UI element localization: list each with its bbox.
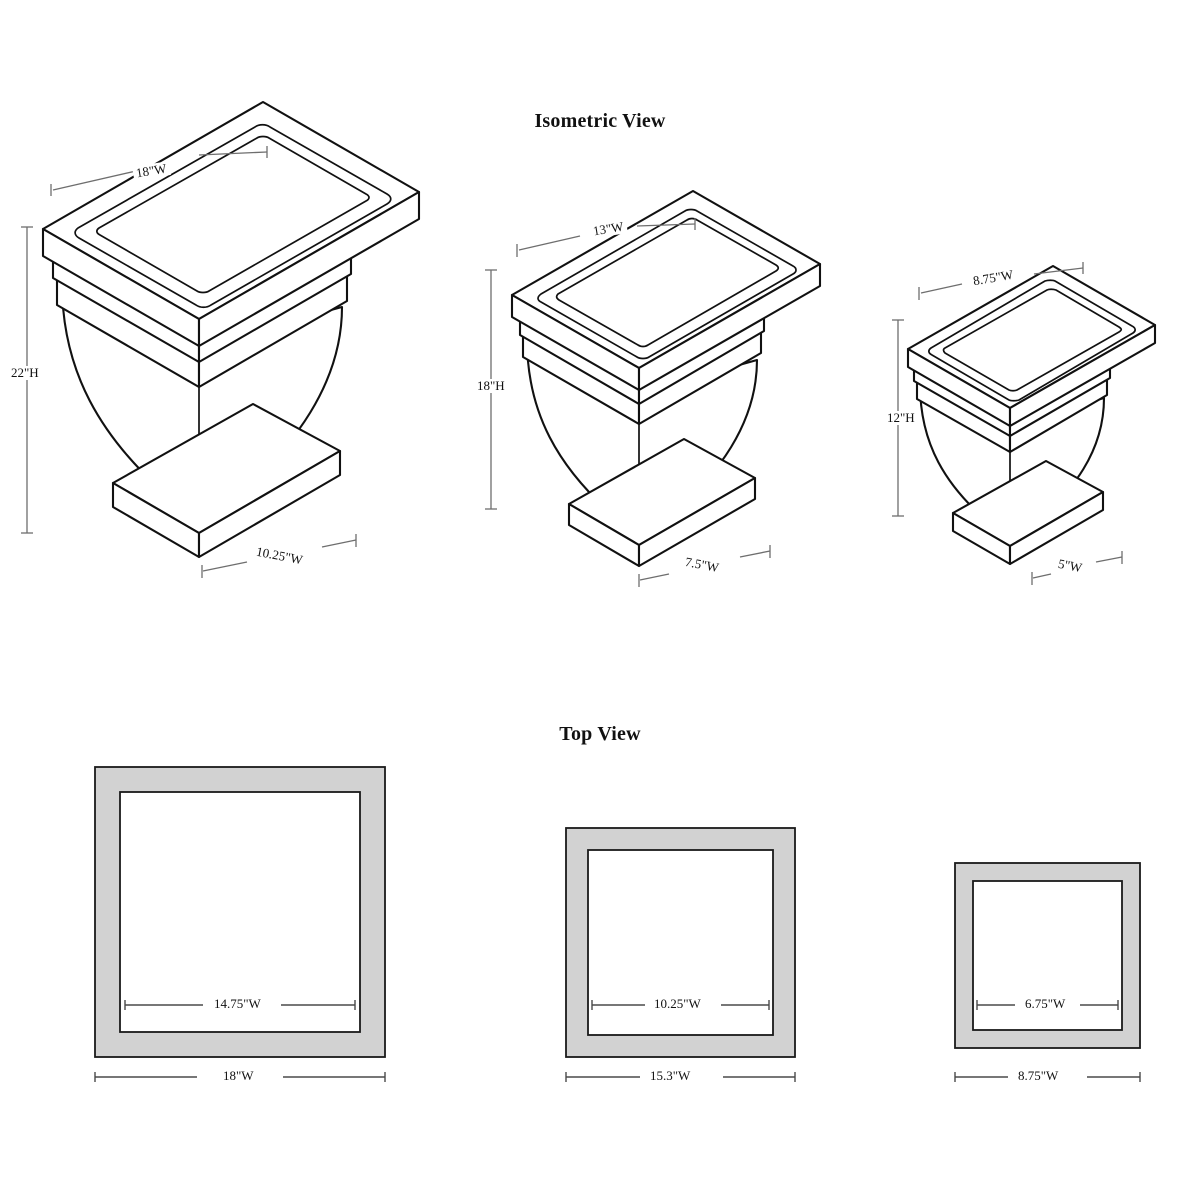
top-view-small-inner-width-dimension [976,1000,1119,1010]
planter-small-top-width-dimension [918,262,1084,300]
planter-large-isometric [21,100,421,578]
top-view-large-inner-square [119,791,361,1033]
planter-large-height-label: 22"H [8,366,42,380]
top-view-title: Top View [559,723,641,745]
planter-small-isometric [892,262,1157,585]
top-view-large-inner-width-label: 14.75"W [211,997,264,1011]
top-view-large-inner-width-dimension [124,1000,356,1010]
planter-large-base-width-dimension [201,534,357,578]
planter-large-height-dimension [21,226,33,534]
planter-medium-base-plinth [567,437,757,568]
planter-small-top-cap [906,264,1157,428]
isometric-view-title: Isometric View [534,110,666,132]
planter-large-top-cap [41,100,421,348]
planter-medium-top-cap [510,189,822,392]
planter-small-height-label: 12"H [884,411,918,425]
planter-small-top-inset-inner [942,288,1123,392]
planter-small-base-plinth [951,459,1105,566]
planter-large-base-plinth [111,402,342,559]
top-view-small-inner-width-label: 6.75"W [1022,997,1069,1011]
top-view-large [94,766,386,1082]
planter-small-top-inset-outer [928,279,1136,402]
top-view-medium-inner-width-label: 10.25"W [651,997,704,1011]
isometric-drawings-group: .ol { fill:#ffffff; stroke:#111111; stro… [21,100,1157,587]
top-view-medium [565,827,796,1082]
planter-large-top-inset-inner [96,135,370,294]
top-view-small [954,862,1141,1082]
top-view-large-outer-width-label: 18"W [220,1069,257,1083]
top-view-medium-outer-width-label: 15.3"W [647,1069,694,1083]
top-view-medium-outer-width-dimension [565,1072,796,1082]
top-view-large-outer-width-dimension [94,1072,386,1082]
top-view-small-outer-width-dimension [954,1072,1141,1082]
planter-medium-base-width-dimension [638,545,771,587]
planter-medium-top-inset-inner [555,217,780,348]
planter-medium-height-label: 18"H [474,379,508,393]
top-view-drawings-group: .frame { fill:#d2d2d2; stroke:#1a1a1a; s… [94,766,1141,1082]
planter-medium-top-width-dimension [516,218,696,257]
planter-large-top-inset-outer [74,123,392,309]
planter-small-base-width-dimension [1031,551,1123,585]
top-view-medium-inner-width-dimension [591,1000,770,1010]
planter-medium-isometric [485,189,822,587]
top-view-small-outer-width-label: 8.75"W [1015,1069,1062,1083]
planter-medium-top-inset-outer [537,208,797,360]
